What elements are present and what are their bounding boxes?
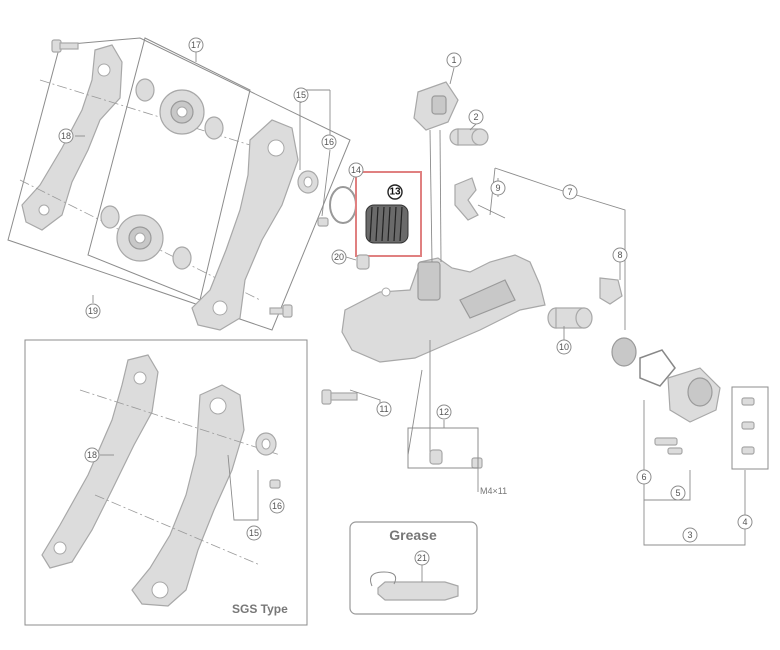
callout-20: 20 xyxy=(334,252,344,262)
bushing-20 xyxy=(356,254,370,270)
stud-10 xyxy=(547,307,593,329)
grease-box xyxy=(349,521,478,615)
callout-3: 3 xyxy=(687,530,692,540)
tension-pulley xyxy=(100,205,192,270)
callout-10: 10 xyxy=(559,342,569,352)
axle-1 xyxy=(413,81,459,131)
sgs-inset xyxy=(24,339,308,626)
spring-group xyxy=(329,171,422,270)
inner-plate-group xyxy=(191,89,331,331)
assembly-frame-19 xyxy=(7,37,351,331)
bolts-group xyxy=(321,340,483,492)
inset-callout-18: 18 xyxy=(87,450,97,460)
pin-5 xyxy=(654,437,678,446)
callout-9: 9 xyxy=(495,183,500,193)
callout-14: 14 xyxy=(351,165,361,175)
callout-1: 1 xyxy=(451,55,456,65)
callout-19: 19 xyxy=(88,306,98,316)
grease-tube-icon xyxy=(370,565,459,601)
callout-2: 2 xyxy=(473,112,478,122)
callout-16: 16 xyxy=(324,137,334,147)
inset-callout-16: 16 xyxy=(272,501,282,511)
derailleur-body xyxy=(341,81,546,363)
callout-6: 6 xyxy=(641,472,646,482)
guide-pulley xyxy=(135,78,224,140)
clamp-8 xyxy=(599,277,623,305)
callout-13: 13 xyxy=(389,187,401,198)
inset-callout-15: 15 xyxy=(249,528,259,538)
ring-14 xyxy=(329,186,357,224)
small-screw-16 xyxy=(317,217,329,227)
clutch-housing xyxy=(639,349,721,423)
callouts: 1 2 3 4 5 6 7 8 9 10 11 12 13 14 15 16 1… xyxy=(58,37,753,566)
bolt-11 xyxy=(321,389,381,410)
sgs-inset-frame xyxy=(24,339,308,626)
sgs-type-label: SGS Type xyxy=(232,602,288,616)
bolts-12 xyxy=(407,340,483,492)
inner-plate xyxy=(191,119,299,331)
callout-8: 8 xyxy=(617,250,622,260)
pulley-group xyxy=(87,37,251,301)
callout-7: 7 xyxy=(567,187,572,197)
bolt-size-label: M4×11 xyxy=(480,486,507,496)
right-parts-group xyxy=(454,167,769,546)
callout-17: 17 xyxy=(191,40,201,50)
plate-bolt-top xyxy=(51,39,79,53)
bushing-2 xyxy=(449,128,489,146)
main-body xyxy=(341,254,546,363)
callout-12: 12 xyxy=(439,407,449,417)
callout-15: 15 xyxy=(296,90,306,100)
callout-21: 21 xyxy=(417,553,427,563)
callout-5: 5 xyxy=(675,488,680,498)
grease-title: Grease xyxy=(389,527,437,543)
cap xyxy=(611,337,637,367)
callout-18: 18 xyxy=(61,131,71,141)
inset-inner-plate xyxy=(131,384,245,607)
cage-bolt-lower xyxy=(269,304,293,318)
callout-4: 4 xyxy=(742,517,747,527)
spring-13 xyxy=(365,204,409,244)
highlight-box xyxy=(355,171,422,257)
callout-11: 11 xyxy=(379,404,388,414)
cable-adjuster-9 xyxy=(454,177,479,221)
screws-4 xyxy=(731,386,769,470)
inset-outer-plate xyxy=(41,354,159,569)
